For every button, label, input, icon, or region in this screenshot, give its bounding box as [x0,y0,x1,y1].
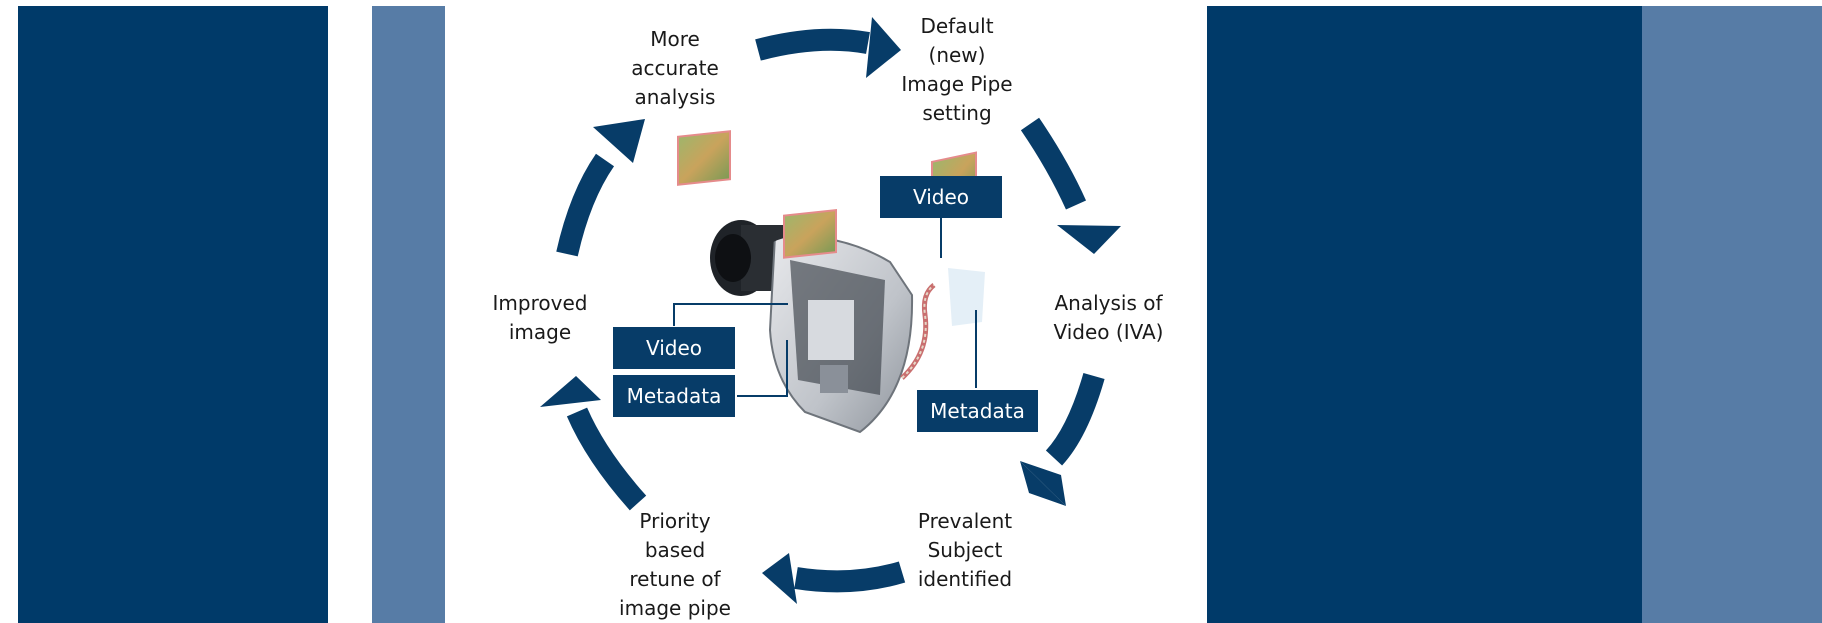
left-dark-panel [18,6,328,623]
label-prevalent-subject-identified: Prevalent Subject identified [917,509,1013,591]
label-improved-image: Improved image [492,291,588,344]
tag-metadata-right: Metadata [917,390,1038,432]
cycle-arrow-top [755,17,901,78]
label-priority-based-retune: Priority based retune of image pipe [619,509,731,620]
label-more-accurate-analysis: More accurate analysis [631,27,719,109]
video-frame-left [677,130,731,186]
connector-lines [673,218,977,397]
right-light-panel [1642,6,1822,623]
cycle-arrow-lower-left [540,376,647,511]
left-light-panel [372,6,445,623]
cycle-arrow-bottom [762,553,906,604]
cycle-arrow-upper-left [556,119,645,257]
video-frame-center [783,209,837,259]
right-dark-panel [1207,6,1642,623]
tag-video-right: Video [880,176,1002,218]
cycle-arrow-lower-right [1020,372,1105,506]
tag-video-left: Video [613,327,735,369]
label-analysis-of-video: Analysis of Video (IVA) [1053,291,1164,344]
camera-illustration [710,220,985,434]
label-default-image-pipe-setting: Default (new) Image Pipe setting [901,14,1013,125]
tag-metadata-left: Metadata [613,375,735,417]
cycle-arrow-upper-right [1020,117,1121,254]
